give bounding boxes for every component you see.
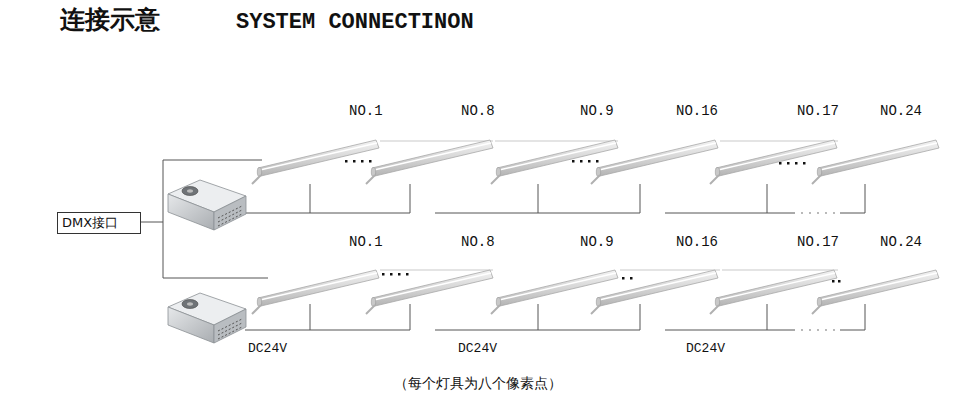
node-text: DMX接口 — [62, 215, 136, 231]
fixture-number: NO.1 — [349, 103, 383, 119]
fixture-number: NO.9 — [580, 234, 614, 250]
fixture-number: NO.24 — [880, 234, 922, 250]
voltage-label: DC24V — [248, 342, 287, 357]
interface-box: DMX接口 — [57, 212, 141, 234]
fixture-number: NO.8 — [461, 103, 495, 119]
fixture-number: NO.9 — [580, 103, 614, 119]
fixture-number: NO.16 — [676, 234, 718, 250]
voltage-label: DC24V — [686, 342, 725, 357]
fixture-number: NO.8 — [461, 234, 495, 250]
fixture-number: NO.24 — [880, 103, 922, 119]
title-english: SYSTEM CONNECTINON — [236, 10, 474, 35]
caption: （每个灯具为八个像素点） — [394, 375, 562, 391]
fixture-number: NO.17 — [797, 103, 839, 119]
title: 连接示意 — [60, 6, 160, 35]
fixture-number: NO.17 — [797, 234, 839, 250]
fixture-number: NO.16 — [676, 103, 718, 119]
fixture-number: NO.1 — [349, 234, 383, 250]
voltage-label: DC24V — [458, 342, 497, 357]
